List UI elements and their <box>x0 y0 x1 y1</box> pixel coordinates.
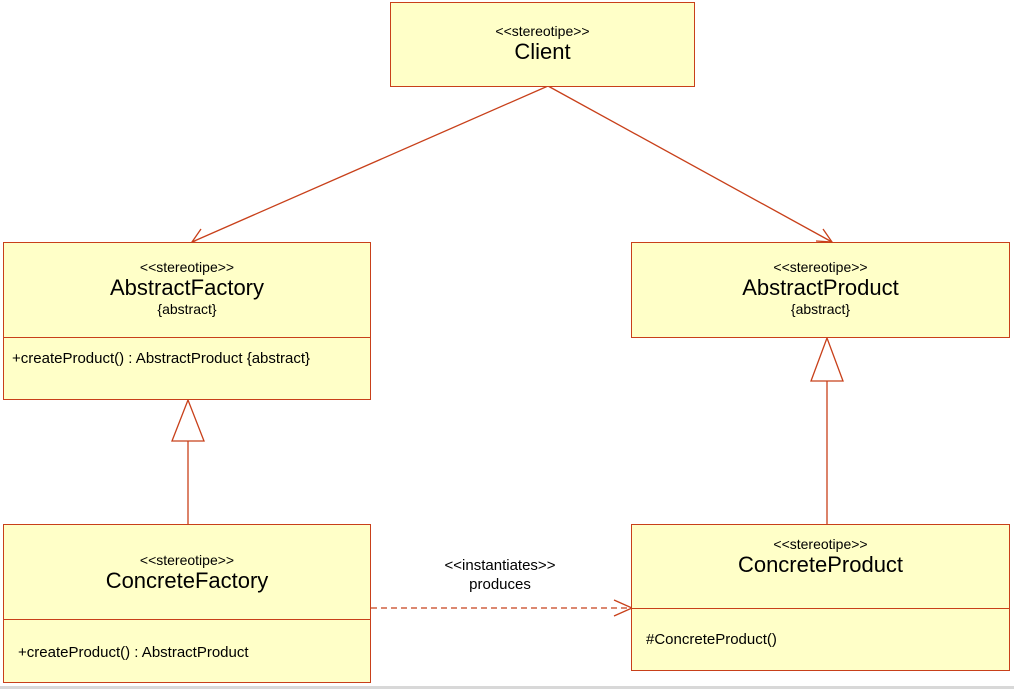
operations-compartment: +createProduct() : AbstractProduct <box>4 620 370 662</box>
operation[interactable]: +createProduct() : AbstractProduct {abst… <box>12 350 311 367</box>
canvas-bottom-edge <box>0 686 1014 689</box>
operation[interactable]: +createProduct() : AbstractProduct <box>18 644 249 661</box>
class-header: <<stereotipe>> AbstractProduct {abstract… <box>632 243 1009 317</box>
dependency-label: <<instantiates>> produces <box>400 556 600 594</box>
class-name: ConcreteFactory <box>105 568 269 593</box>
generalization-triangle <box>810 336 844 382</box>
class-stereotype: <<stereotipe>> <box>773 259 868 275</box>
class-property: {abstract} <box>790 301 851 317</box>
class-header: <<stereotipe>> ConcreteProduct <box>632 525 1009 608</box>
class-name: Client <box>514 39 571 64</box>
class-concrete-factory[interactable]: <<stereotipe>> ConcreteFactory +createPr… <box>3 524 371 683</box>
operation[interactable]: #ConcreteProduct() <box>646 631 777 648</box>
class-concrete-product[interactable]: <<stereotipe>> ConcreteProduct #Concrete… <box>631 524 1010 671</box>
class-name: ConcreteProduct <box>737 552 904 577</box>
compartment-divider <box>4 619 370 620</box>
class-stereotype: <<stereotipe>> <box>495 23 590 39</box>
association-client-abstractfactory[interactable] <box>191 85 549 243</box>
association-client-abstractproduct[interactable] <box>547 85 833 243</box>
compartment-divider <box>4 337 370 338</box>
operations-compartment: +createProduct() : AbstractProduct {abst… <box>4 338 370 368</box>
class-abstract-factory[interactable]: <<stereotipe>> AbstractFactory {abstract… <box>3 242 371 400</box>
operations-compartment: #ConcreteProduct() <box>632 609 1009 649</box>
class-header: <<stereotipe>> Client <box>391 3 694 65</box>
dependency-name: produces <box>469 576 531 593</box>
class-name: AbstractFactory <box>109 275 265 300</box>
dependency-stereotype: <<instantiates>> <box>444 557 556 574</box>
class-stereotype: <<stereotipe>> <box>139 259 235 275</box>
generalization-triangle <box>171 398 205 442</box>
class-header: <<stereotipe>> ConcreteFactory <box>4 525 370 619</box>
class-property: {abstract} <box>157 301 217 317</box>
class-header: <<stereotipe>> AbstractFactory {abstract… <box>4 243 370 337</box>
class-stereotype: <<stereotipe>> <box>139 552 235 568</box>
class-abstract-product[interactable]: <<stereotipe>> AbstractProduct {abstract… <box>631 242 1010 338</box>
class-stereotype: <<stereotipe>> <box>773 536 868 552</box>
class-client[interactable]: <<stereotipe>> Client <box>390 2 695 87</box>
class-name: AbstractProduct <box>742 275 899 300</box>
compartment-divider <box>632 608 1009 609</box>
